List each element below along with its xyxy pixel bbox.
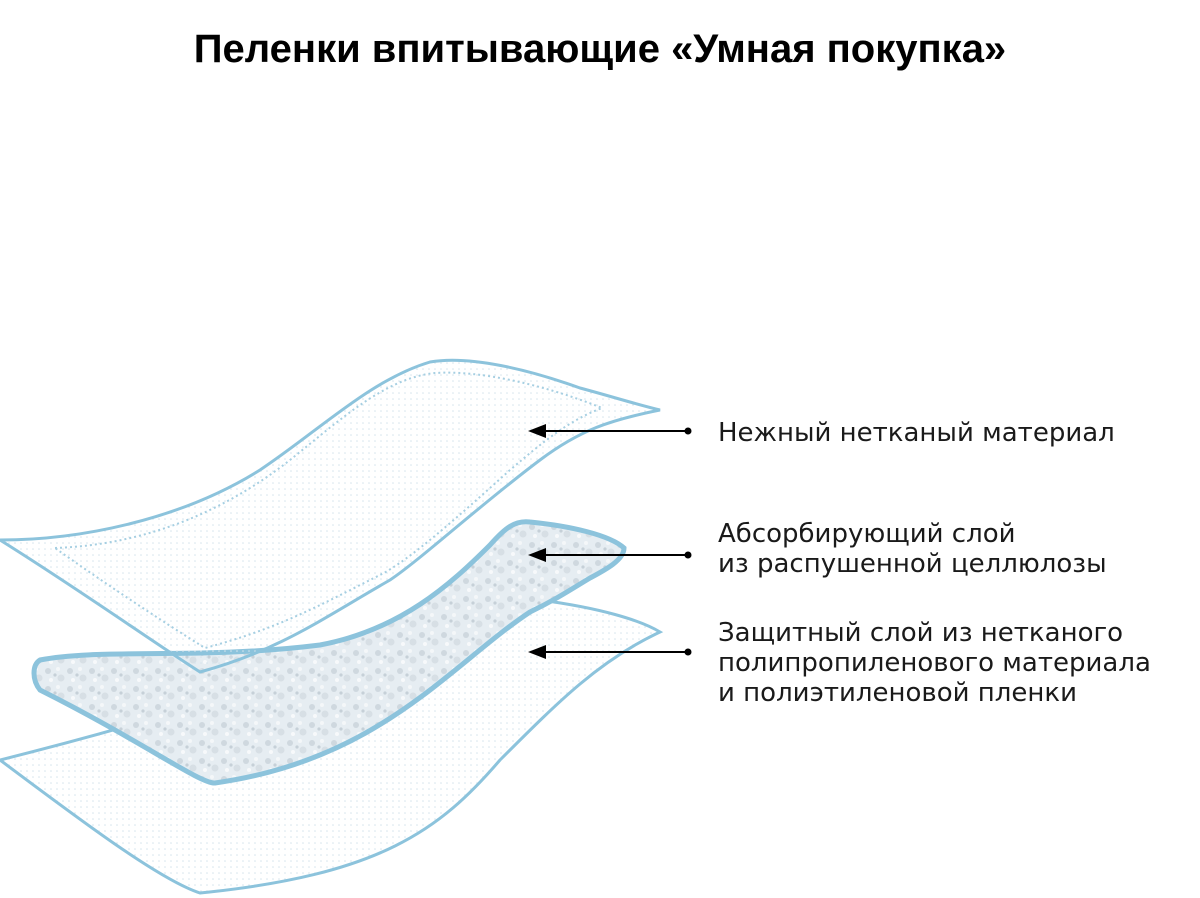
protective-layer-label: Защитный слой из нетканого полипропилено… bbox=[718, 618, 1151, 708]
arrow-protective-layer bbox=[528, 645, 692, 659]
label-line: Защитный слой из нетканого bbox=[718, 618, 1124, 648]
label-line: и полиэтиленовой пленки bbox=[718, 678, 1078, 708]
soft-layer-shape bbox=[0, 358, 661, 674]
label-line: Абсорбирующий слой bbox=[718, 519, 1016, 549]
absorbent-layer-shape bbox=[31, 519, 627, 786]
label-line: из распушенной целлюлозы bbox=[718, 549, 1107, 579]
absorbent-layer-label: Абсорбирующий слой из распушенной целлюл… bbox=[718, 519, 1107, 579]
arrow-absorbent-layer bbox=[528, 548, 692, 562]
soft-layer-label: Нежный нетканый материал bbox=[718, 418, 1115, 448]
label-line: полипропиленового материала bbox=[718, 648, 1151, 678]
page-title: Пеленки впитывающие «Умная покупка» bbox=[193, 26, 1007, 71]
arrow-soft-layer bbox=[528, 424, 692, 438]
label-line: Нежный нетканый материал bbox=[718, 418, 1115, 448]
soft-layer-seam bbox=[52, 371, 605, 650]
